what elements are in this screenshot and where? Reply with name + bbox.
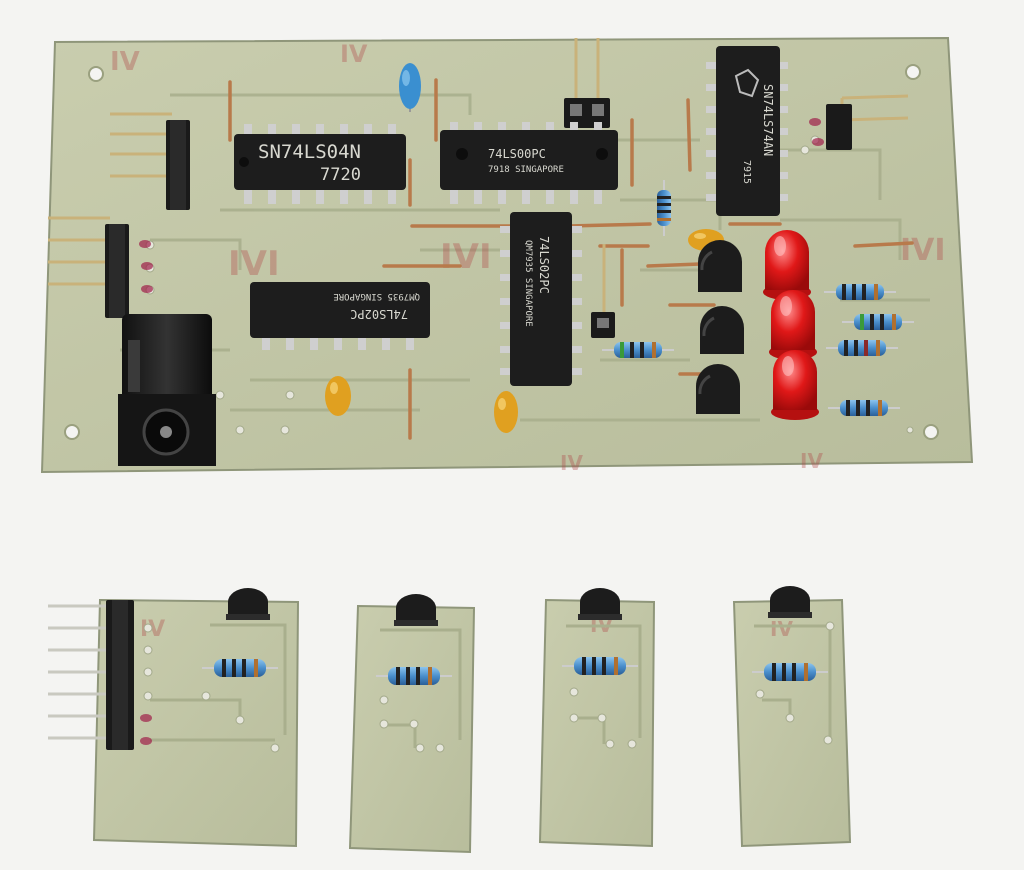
pin-header-top-center[interactable] <box>564 38 610 128</box>
silkscreen-mark: IVI <box>228 244 280 284</box>
silkscreen-mark: IV <box>800 449 823 473</box>
capacitor-ceramic <box>494 391 518 433</box>
ic-u5: SN74LS74AN 7915 <box>706 46 788 216</box>
resistor <box>602 342 674 358</box>
mounting-hole <box>905 64 921 80</box>
solder-marks <box>139 118 824 293</box>
silkscreen-mark: IV <box>560 451 583 475</box>
pin-header-right[interactable] <box>826 94 909 150</box>
copper-jumpers <box>228 78 914 440</box>
transistor <box>698 240 742 292</box>
jumper-wire <box>646 262 702 268</box>
transistor <box>696 364 740 414</box>
ic-u1-code: 7720 <box>320 165 361 185</box>
mounting-holes <box>64 64 939 440</box>
main-board: IV IVI IVI IV IVI IV IV <box>40 36 974 475</box>
ic-u3: 74LS02PC QM7935 SINGAPORE <box>250 282 430 350</box>
ic-u4-code: QM7935 SINGAPORE <box>523 240 533 327</box>
copper-traces <box>120 93 930 422</box>
mounting-hole <box>88 66 104 82</box>
pin-header-long[interactable] <box>48 600 134 750</box>
ti-logo-icon <box>734 68 760 98</box>
resistor <box>752 663 828 681</box>
dc-power-jack[interactable] <box>118 314 216 466</box>
silkscreen-mark: IVI <box>440 237 492 277</box>
transistor <box>700 306 744 354</box>
sensor-board-1: IV <box>48 588 300 848</box>
resistor <box>376 667 452 685</box>
sensor-board-2 <box>348 594 476 854</box>
resistor <box>824 284 896 300</box>
resistor <box>657 180 671 236</box>
sensor-board-4: IV <box>732 586 852 848</box>
ic-u5-code: 7915 <box>741 160 752 184</box>
resistor <box>842 314 914 330</box>
ic-u3-code: QM7935 SINGAPORE <box>333 291 420 301</box>
resistor <box>826 340 898 356</box>
resistor <box>562 657 638 675</box>
silkscreen-mark: IV <box>110 47 140 77</box>
silkscreen-mark: IVI <box>900 233 946 268</box>
ic-u4-label: 74LS02PC <box>537 236 551 294</box>
mounting-hole <box>923 424 939 440</box>
pin-header-jumper[interactable] <box>591 244 615 338</box>
mounting-hole <box>64 424 80 440</box>
pin-header-mid-left[interactable] <box>48 216 129 318</box>
silkscreen-mark: IV <box>340 40 368 68</box>
transistor <box>394 594 438 626</box>
sensor-board-3: IV <box>538 588 656 848</box>
jumper-wire <box>566 222 652 228</box>
led-red <box>771 350 819 420</box>
resistor <box>828 400 900 416</box>
ic-u4: 74LS02PC QM7935 SINGAPORE <box>500 212 582 386</box>
capacitor-ceramic <box>325 376 351 416</box>
resistor <box>202 659 278 677</box>
ic-u2-label: 74LS00PC <box>488 147 546 161</box>
ic-u1: SN74LS04N 7720 <box>234 124 406 204</box>
pin-header-top-left[interactable] <box>110 112 190 210</box>
transistor <box>226 588 270 620</box>
jumper-wire <box>686 98 692 172</box>
silkscreen-mark: IV <box>770 617 793 641</box>
led-red <box>769 290 817 360</box>
ic-u2-code: 7918 SINGAPORE <box>488 165 564 175</box>
jumper-wire <box>853 241 914 248</box>
ic-u3-label: 74LS02PC <box>350 307 408 321</box>
transistor <box>768 586 812 618</box>
transistor <box>578 588 622 620</box>
ic-u1-label: SN74LS04N <box>258 141 361 163</box>
ic-u5-label: SN74LS74AN <box>761 84 775 156</box>
ic-u2: 74LS00PC 7918 SINGAPORE <box>440 122 618 204</box>
capacitor-blue <box>399 63 421 112</box>
led-red <box>763 230 811 300</box>
